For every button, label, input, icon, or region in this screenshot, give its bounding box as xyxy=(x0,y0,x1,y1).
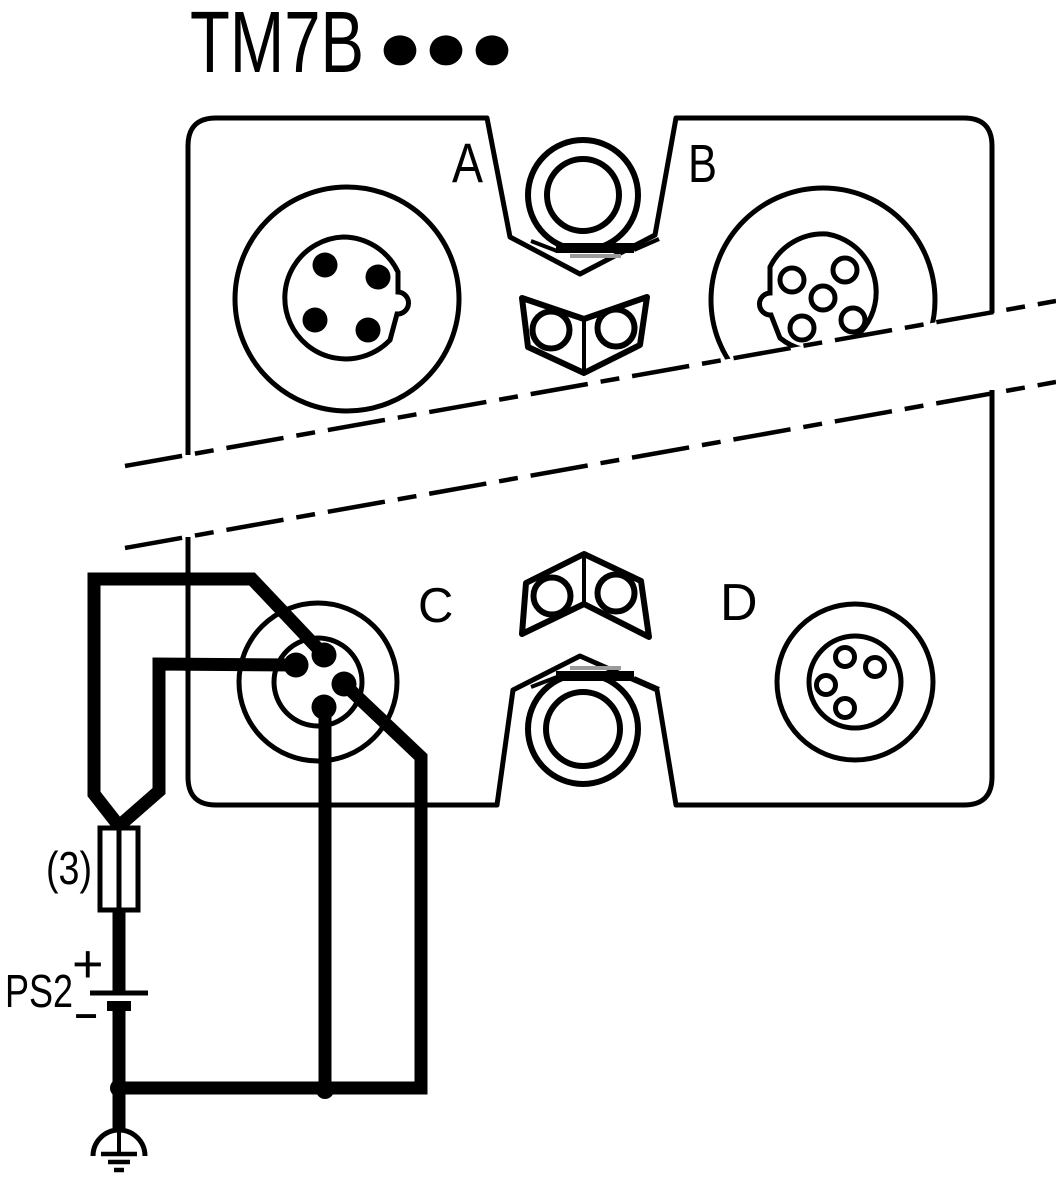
junction-dot-left xyxy=(110,1079,128,1097)
supply-circuit xyxy=(87,572,428,1173)
connector-a-pin2 xyxy=(365,264,391,290)
mounting-chamfer-left xyxy=(530,239,558,253)
polarity-minus-label: − xyxy=(74,986,98,1046)
fuse-label: (3) xyxy=(46,842,92,894)
mounting-seat-bar xyxy=(556,243,634,253)
connector-a-pin1 xyxy=(312,252,338,278)
connector-c-pin2 xyxy=(283,652,309,678)
led-window-bottom-right xyxy=(594,571,638,615)
connector-c-pin3 xyxy=(331,671,357,697)
connector-c-pin4 xyxy=(311,694,337,720)
connector-b-pin1 xyxy=(777,265,807,295)
connector-d-pin3 xyxy=(814,673,838,697)
panel-lower-outline xyxy=(185,390,995,808)
mounting-hole-bottom xyxy=(525,666,660,787)
labels: TM7B ●●● A B C D (3) PS2 + − xyxy=(5,0,758,1046)
connector-c-pin1 xyxy=(311,642,337,668)
ground-arc xyxy=(90,1127,148,1157)
connector-b-pin4 xyxy=(787,313,817,343)
mounting-seat-bar-bottom xyxy=(556,671,634,681)
mounting-chamfer-right-bottom xyxy=(633,676,660,691)
page-title: TM7B xyxy=(190,0,364,91)
connector-c-label: C xyxy=(418,579,453,633)
connector-c-face xyxy=(271,635,365,729)
led-indicator-top xyxy=(519,294,650,376)
connector-a-bezel xyxy=(232,184,462,414)
wire-supply-pin2 xyxy=(112,657,303,833)
fuse-symbol xyxy=(97,825,141,913)
connector-d-face xyxy=(806,633,904,731)
connector-a-pin4 xyxy=(355,317,381,343)
mounting-ring-inner xyxy=(544,156,622,234)
connector-d-pin1 xyxy=(833,645,857,669)
module-panel xyxy=(185,115,995,808)
connector-d-pin4 xyxy=(833,696,857,720)
led-window-top-left xyxy=(529,308,573,352)
connector-a-label: A xyxy=(452,131,484,194)
connector-d-pin2 xyxy=(863,655,887,679)
wire-supply-pin1 xyxy=(87,572,331,833)
mounting-hole-top xyxy=(525,137,660,258)
connector-d-label: D xyxy=(720,574,758,632)
connector-a-pin3 xyxy=(302,307,328,333)
connector-b-pin2 xyxy=(830,255,860,285)
mounting-ring-inner-bottom xyxy=(543,689,623,769)
connector-b-pin3 xyxy=(808,283,838,313)
connector-c xyxy=(236,600,400,764)
led-window-bottom-left xyxy=(530,574,574,618)
connector-d-bezel xyxy=(774,601,936,763)
break-line-upper xyxy=(124,298,1056,469)
connector-b-label: B xyxy=(688,134,717,194)
battery-symbol xyxy=(90,990,148,1011)
mounting-chamfer-right xyxy=(633,237,660,252)
led-indicator-bottom xyxy=(519,551,652,640)
connector-b-pin5 xyxy=(838,305,868,335)
power-supply-label: PS2 xyxy=(5,965,73,1017)
break-lines xyxy=(124,298,1056,551)
panel-upper-outline xyxy=(185,115,995,455)
wire-return-pin3 xyxy=(112,677,428,1095)
mounting-chamfer-left-bottom xyxy=(530,675,558,689)
connector-a xyxy=(232,184,462,414)
junction-dot-mid xyxy=(316,1081,334,1099)
break-line-lower xyxy=(124,379,1056,551)
led-window-top-right xyxy=(594,306,638,350)
title-wildcard-bullets: ●●● xyxy=(377,7,515,85)
ground-symbol xyxy=(90,1127,148,1173)
polarity-plus-label: + xyxy=(72,934,104,994)
connector-c-bezel xyxy=(236,600,400,764)
connector-d xyxy=(774,601,936,763)
